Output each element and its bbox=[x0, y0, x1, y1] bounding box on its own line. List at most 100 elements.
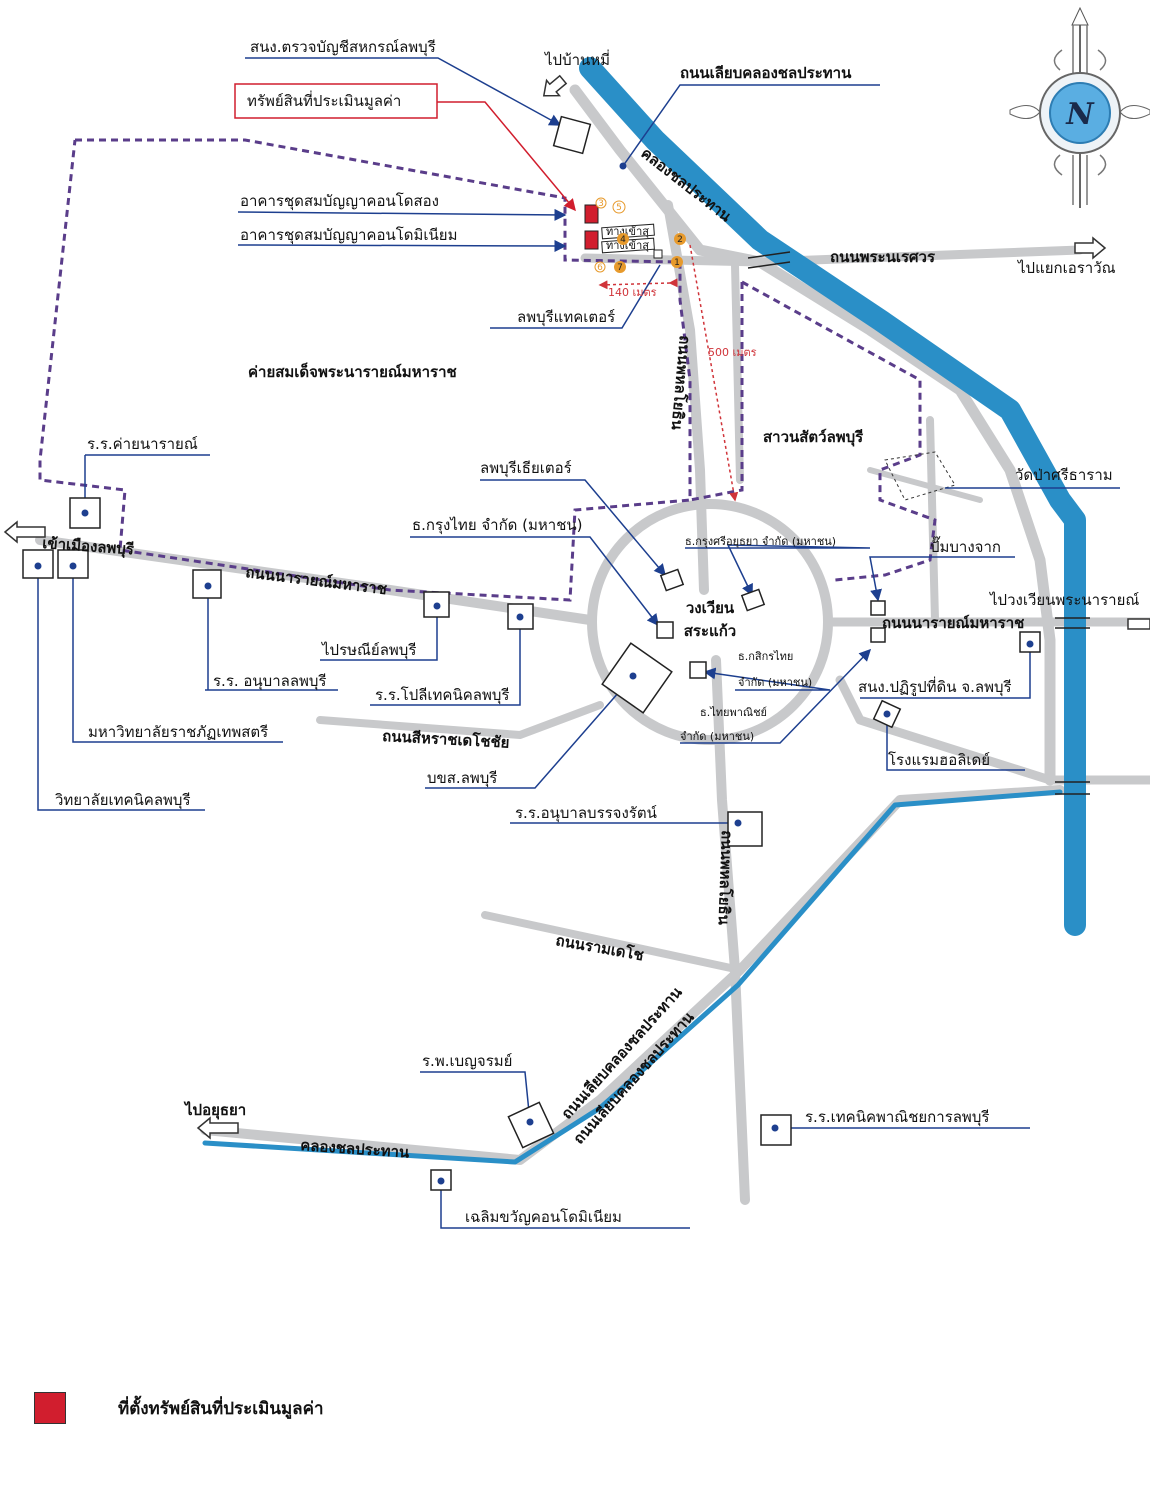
dot-polytech bbox=[516, 613, 524, 621]
label-to-ayutthaya: ไปอยุธยา bbox=[183, 1100, 246, 1120]
label-narai-west: ถนนนารายณ์มหาราช bbox=[245, 563, 388, 598]
label-tech-college: วิทยาลัยเทคนิคลพบุรี bbox=[54, 791, 190, 810]
callout-text: สนง.ตรวจบัญชีสหกรณ์ลพบุรี ทรัพย์สินที่ปร… bbox=[54, 38, 1112, 1226]
box-scb bbox=[870, 627, 886, 643]
road-canal-south bbox=[200, 785, 1065, 1165]
legend-swatch bbox=[34, 1392, 66, 1424]
marker-1: 1 bbox=[671, 256, 683, 268]
distance-line-140 bbox=[598, 278, 678, 290]
dot-kindergarten bbox=[204, 582, 212, 590]
callout-bus bbox=[425, 675, 634, 789]
callout-condo-minium bbox=[237, 239, 567, 252]
svg-text:7: 7 bbox=[617, 263, 623, 273]
irrigation-canal bbox=[202, 57, 1086, 1165]
dot-hotel bbox=[883, 710, 891, 718]
label-to-narai-circle: ไปวงเวียนพระนารายณ์ bbox=[989, 591, 1139, 609]
label-kindergarten: ร.ร. อนุบาลลพบุรี bbox=[213, 672, 326, 691]
label-chalerm: เฉลิมขวัญคอนโดมิเนียม bbox=[465, 1208, 622, 1226]
label-hotel: โรงแรมฮอลิเดย์ bbox=[888, 751, 990, 769]
label-post: ไปรษณีย์ลพบุรี bbox=[321, 641, 416, 660]
label-camp: ค่ายสมเด็จพระนารายณ์มหาราช bbox=[248, 362, 457, 381]
box-gas bbox=[870, 600, 886, 616]
label-theater: ลพบุรีเธียเตอร์ bbox=[480, 459, 572, 478]
callout-gas bbox=[869, 556, 1015, 602]
compass-rose-icon: N bbox=[1009, 6, 1150, 208]
road-se-branch bbox=[867, 467, 983, 503]
site-building-label-1: ทางเข้าสุ bbox=[606, 225, 649, 238]
label-audit-office: สนง.ตรวจบัญชีสหกรณ์ลพบุรี bbox=[250, 38, 436, 57]
road-sihrat bbox=[316, 701, 604, 739]
callout-krungsri bbox=[685, 544, 871, 597]
label-ktb: ธ.กรุงไทย จำกัด (มหาชน) bbox=[412, 516, 583, 535]
label-distance-140: 140 เมตร bbox=[608, 286, 657, 299]
landmark-dots bbox=[34, 162, 1034, 1185]
road-canal-north bbox=[569, 84, 1056, 786]
label-university: มหาวิทยาลัยราชภัฏเทพสตรี bbox=[88, 723, 268, 741]
label-land-reform: สนง.ปฏิรูปที่ดิน จ.ลพบุรี bbox=[858, 676, 1012, 697]
distance-line-500 bbox=[689, 244, 739, 502]
marker-2: 2 bbox=[674, 233, 686, 245]
box-krungsri bbox=[740, 588, 766, 612]
label-bus: บขส.ลพบุรี bbox=[427, 769, 497, 788]
camp-boundary bbox=[38, 138, 937, 602]
callout-lines bbox=[37, 57, 1120, 1229]
svg-text:4: 4 bbox=[620, 235, 626, 245]
property-callout-box bbox=[234, 83, 438, 119]
bridge-marks bbox=[747, 251, 1090, 795]
arrow-to-ban-mi bbox=[542, 74, 568, 97]
marker-7: 7 bbox=[614, 261, 626, 273]
road-naresuan bbox=[580, 245, 1085, 267]
label-to-erawan: ไปแยกเอราวัณ bbox=[1017, 259, 1116, 277]
svg-text:6: 6 bbox=[597, 263, 603, 273]
callout-chalerm bbox=[440, 1182, 690, 1229]
marker-5: 5 bbox=[612, 200, 626, 214]
label-ramdecho-road: ถนนรามเดโช bbox=[554, 930, 645, 964]
dot-land-reform bbox=[1026, 640, 1034, 648]
dot-bus-station bbox=[629, 672, 637, 680]
distance-marks bbox=[598, 244, 739, 502]
road-zoo-east bbox=[926, 416, 939, 624]
label-gas: ปั๊มบางจาก bbox=[930, 536, 1001, 556]
label-to-ban-mi: ไปบ้านหมี่ bbox=[544, 49, 610, 69]
label-kbank-2: จำกัด (มหาชน) bbox=[738, 676, 812, 689]
svg-text:5: 5 bbox=[616, 203, 622, 213]
canal-south bbox=[202, 789, 1063, 1165]
callout-kbank bbox=[703, 667, 831, 691]
property-building-song bbox=[584, 204, 599, 224]
box-audit-office bbox=[552, 115, 592, 155]
roundabout bbox=[587, 499, 833, 745]
property-site: ทางเข้าสุ ทางเข้าสุ bbox=[584, 204, 663, 259]
arrow-into-city bbox=[3, 520, 46, 544]
marker-6: 6 bbox=[594, 261, 606, 273]
callout-tech-college bbox=[37, 566, 205, 811]
site-building-label-2: ทางเข้าสุ bbox=[606, 239, 649, 252]
callout-property bbox=[437, 101, 576, 212]
callout-condo-song bbox=[237, 208, 567, 221]
label-mitraphap-south: ถนนพหลโยธิน bbox=[715, 830, 737, 926]
box-theater bbox=[659, 568, 685, 592]
callout-hotel bbox=[886, 715, 1025, 771]
dot-hospital bbox=[526, 1118, 534, 1126]
label-circle-2: สระแก้ว bbox=[684, 622, 736, 640]
callout-university bbox=[72, 566, 283, 743]
callout-hospital bbox=[420, 1071, 531, 1123]
label-distance-500: 500 เมตร bbox=[708, 346, 757, 359]
box-ktb bbox=[656, 621, 674, 639]
box-bus-station bbox=[601, 642, 673, 714]
callout-canal-road bbox=[622, 84, 880, 167]
wat-boundary bbox=[884, 451, 956, 501]
callout-polytech bbox=[370, 617, 521, 706]
site-tower-box bbox=[653, 249, 663, 259]
canal-main bbox=[579, 57, 1086, 936]
marker-4: 4 bbox=[617, 233, 629, 245]
site-markers: 5 4 2 3 1 6 7 bbox=[594, 197, 686, 273]
label-condo-song: อาคารชุดสมบัญญาคอนโดสอง bbox=[240, 192, 439, 211]
landmark-boxes bbox=[22, 115, 1041, 1191]
compass-letter: N bbox=[1065, 97, 1095, 132]
arrow-to-ayutthaya bbox=[196, 1116, 239, 1140]
box-city-1 bbox=[22, 549, 54, 579]
road-ramdecho bbox=[481, 911, 744, 974]
label-condo-minium: อาคารชุดสมบัญญาคอนโดมิเนียม bbox=[240, 226, 457, 245]
legend-label: ที่ตั้งทรัพย์สินที่ประเมินมูลค่า bbox=[118, 1398, 324, 1419]
